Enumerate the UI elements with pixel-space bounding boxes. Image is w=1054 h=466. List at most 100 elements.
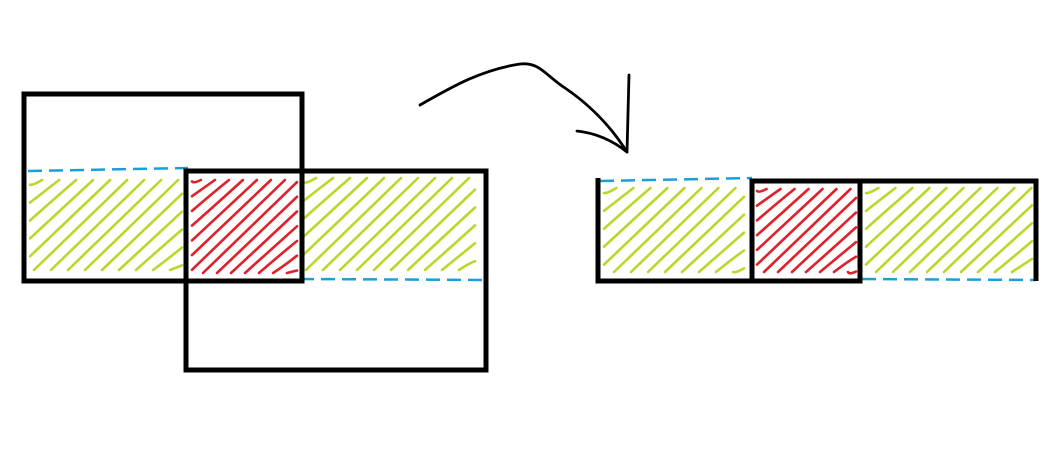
hatch-stroke [229,210,299,275]
hatch-stroke [372,176,471,272]
after-bottom-boundary-dash [861,277,1037,282]
hatch-stroke [891,186,982,274]
hatch-stroke [864,186,880,195]
after-group [595,176,1039,284]
hatch-stroke [285,269,299,275]
hatch-stroke [423,224,477,272]
hatch-stroke [602,186,669,248]
hatch-stroke [942,186,1033,274]
hatch-stroke [406,206,477,272]
hatch-stroke [976,221,1034,274]
hatch-stroke [776,196,858,274]
hatch-stroke [864,186,948,266]
hatch-stroke [846,270,858,275]
hatch-left-only [28,178,184,272]
hatch-stroke [32,178,129,272]
after-top-boundary-dash [599,176,753,183]
hatch-stroke [864,186,897,213]
hatch-stroke [190,178,231,213]
hatch-stroke [302,176,335,202]
transform-arrow-icon [418,62,631,154]
hatch-stroke [755,187,810,237]
hatch-stroke [993,239,1034,274]
hatch-stroke [804,226,858,274]
hatch-overlap [190,178,299,275]
hatch-stroke [28,178,112,258]
hatch-stroke [83,178,180,272]
hatch-stroke [612,186,703,274]
hatch-right-only [302,176,477,272]
hatch-stroke [271,254,299,275]
hatch-stroke [908,186,999,274]
hatch-stroke [731,267,746,274]
hatch-stroke [302,176,352,220]
hatch-stroke [959,204,1034,274]
hatch-stroke [304,176,403,272]
hatch-after-left [602,186,746,274]
after-right-segment [860,178,1039,281]
rectangle-a [21,91,305,284]
hatch-stroke [680,213,746,274]
hatch-stroke [28,178,95,240]
hatch-stroke [243,225,299,275]
hatch-stroke [646,186,737,274]
hatch-stroke [663,195,746,274]
hatch-stroke [190,178,273,257]
hatch-stroke [755,187,796,222]
hatch-stroke [338,176,437,272]
hatch-stroke [321,176,420,272]
hatch-stroke [302,176,318,184]
hatch-stroke [190,178,245,227]
hatch-stroke [117,210,184,272]
before-group [21,91,489,373]
hatch-stroke [755,187,824,252]
hatch-stroke [28,178,44,187]
hatch-stroke [49,178,146,272]
hatch-stroke [602,186,652,231]
hatch-stroke [168,264,184,272]
hatch-stroke [355,176,454,272]
hatch-stroke [629,186,720,274]
hatch-stroke [190,178,203,184]
hatch-stroke [755,187,782,207]
hatch-stroke [1010,257,1034,274]
hatch-stroke [134,228,184,272]
hatch-stroke [28,178,78,222]
hatch-stroke [457,259,477,272]
after-middle-box [749,178,863,284]
hatch-stroke [257,239,299,275]
hatch-stroke [302,176,369,238]
hatch-stroke [755,187,768,193]
hatch-stroke [190,178,259,242]
hatch-stroke [818,240,858,274]
hatch-stroke [28,178,61,204]
hatch-stroke [602,186,635,213]
hatch-stroke [190,178,287,272]
after-left-segment [595,178,752,284]
hatch-stroke [440,242,477,272]
hatch-stroke [190,178,217,198]
hatch-stroke [762,187,852,274]
bottom-boundary-dash [299,277,488,282]
hatch-stroke [864,186,931,248]
hatch-stroke [714,249,746,274]
hatch-stroke [602,186,686,266]
top-boundary-dash [27,166,189,173]
hatch-stroke [925,186,1016,274]
hatch-stroke [389,188,477,272]
hatch-stroke [874,186,965,274]
hatch-stroke [790,211,858,274]
hatch-stroke [100,192,184,272]
rectangle-b [183,168,489,373]
hatch-stroke [66,178,163,272]
hatch-stroke [864,186,914,231]
hatch-after-overlap [755,187,858,275]
hatch-stroke [201,180,299,275]
hatch-stroke [215,195,299,275]
hatch-stroke [151,246,184,272]
hatch-stroke [697,231,746,274]
hatch-stroke [602,186,618,195]
hatch-stroke [302,176,386,256]
hatch-stroke [832,255,858,274]
